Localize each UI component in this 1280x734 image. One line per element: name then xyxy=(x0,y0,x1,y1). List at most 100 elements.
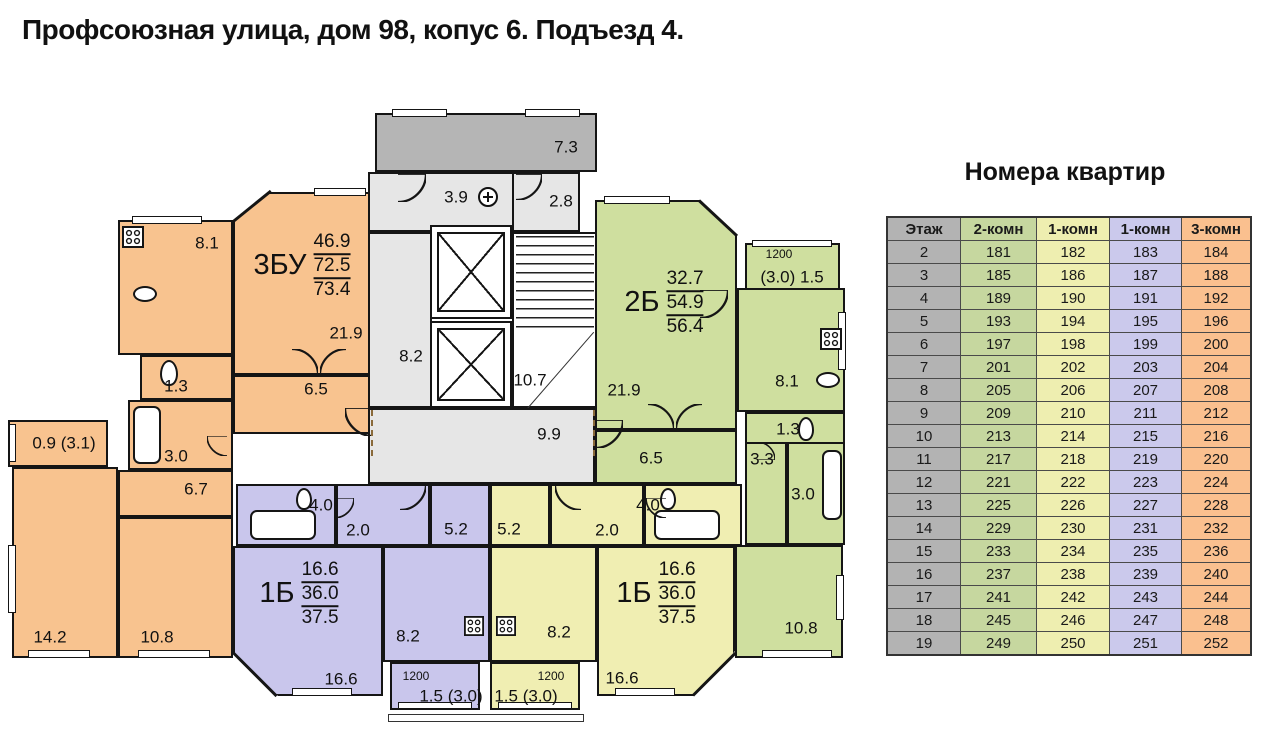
apartment-number-cell: 206 xyxy=(1036,378,1110,402)
apartment-number-cell: 220 xyxy=(1181,447,1252,471)
toilet-icon xyxy=(798,417,814,441)
apartment-number-cell: 215 xyxy=(1109,424,1182,448)
apartment-type: 2Б xyxy=(624,286,660,319)
room-area-label: 14.2 xyxy=(33,627,67,647)
apartment-number-cell: 229 xyxy=(960,516,1037,540)
plan-detail xyxy=(320,349,346,375)
apartment-number-cell: 225 xyxy=(960,493,1037,517)
apartment-number-cell: 181 xyxy=(960,240,1037,264)
plan-detail: 54.9 xyxy=(666,292,704,316)
room-area-label: 4.0 xyxy=(636,495,660,515)
door-opening-dash xyxy=(371,410,373,456)
apartment-number-cell: 204 xyxy=(1181,355,1252,379)
apartment-number-cell: 238 xyxy=(1036,562,1110,586)
plan-detail xyxy=(499,626,506,633)
plan-detail xyxy=(474,619,481,626)
room-area-label: 21.9 xyxy=(329,323,363,343)
room-bedroom1-3room xyxy=(12,467,118,658)
page-title: Профсоюзная улица, дом 98, копус 6. Подъ… xyxy=(22,14,684,45)
room-kitchen-1room-left xyxy=(383,546,490,662)
window xyxy=(138,650,210,658)
apartment-number-cell: 212 xyxy=(1181,401,1252,425)
plan-detail xyxy=(125,229,133,237)
room-area-label: 3.3 xyxy=(750,449,774,469)
apartment-number-cell: 231 xyxy=(1109,516,1182,540)
apartment-number-cell: 189 xyxy=(960,286,1037,310)
table-title: Номера квартир xyxy=(964,158,1166,186)
plan-detail xyxy=(474,626,481,633)
floor-cell: 12 xyxy=(886,470,961,494)
window xyxy=(8,545,16,613)
door-arc-icon xyxy=(595,420,623,448)
plan-detail xyxy=(506,619,513,626)
apartment-number-cell: 233 xyxy=(960,539,1037,563)
apartment-number-cell: 237 xyxy=(960,562,1037,586)
plan-detail xyxy=(648,404,674,430)
apartment-number-cell: 245 xyxy=(960,608,1037,632)
apartment-number-cell: 228 xyxy=(1181,493,1252,517)
plan-detail: 72.5 xyxy=(313,255,351,279)
room-area-label: 6.5 xyxy=(639,448,663,468)
door-arc-icon xyxy=(757,442,775,460)
room-hall-2room xyxy=(595,430,737,484)
apartment-number-cell: 203 xyxy=(1109,355,1182,379)
plan-detail: 73.4 xyxy=(313,278,351,300)
apartment-label-1room-left: 1Б 16.6 36.0 37.5 xyxy=(259,559,339,629)
room-bedroom-2room xyxy=(735,545,843,658)
door-arc-icon xyxy=(398,174,426,202)
dimension-label: 1200 xyxy=(765,247,793,261)
elevator-shaft-1 xyxy=(430,225,512,319)
column-header-4: 3-комн xyxy=(1181,216,1252,241)
room-hall-1room-right xyxy=(550,484,644,546)
plan-detail xyxy=(467,626,474,633)
room-living-3room xyxy=(233,192,370,375)
plan-detail xyxy=(467,619,474,626)
plan-detail xyxy=(334,498,354,518)
room-hall-1room-left xyxy=(336,484,430,546)
apartment-areas: 16.6 36.0 37.5 xyxy=(658,559,696,629)
apartment-number-cell: 252 xyxy=(1181,631,1252,656)
room-living-1room-right xyxy=(597,546,735,696)
room-pantry-1room-left xyxy=(430,484,490,546)
room-area-label: 5.2 xyxy=(497,519,521,539)
apartment-number-cell: 194 xyxy=(1036,309,1110,333)
room-area-label: 6.7 xyxy=(184,479,208,499)
window xyxy=(752,240,832,247)
room-hall2-3room xyxy=(118,470,233,517)
apartment-number-cell: 183 xyxy=(1109,240,1182,264)
window xyxy=(615,688,675,696)
floor-cell: 13 xyxy=(886,493,961,517)
apartment-number-cell: 221 xyxy=(960,470,1037,494)
room-kitchen-1room-right xyxy=(490,546,597,662)
plan-detail: 32.7 xyxy=(666,268,704,293)
plan-detail xyxy=(464,616,484,636)
room-area-label: 10.8 xyxy=(140,627,174,647)
room-area-label: 8.1 xyxy=(195,233,219,253)
apartment-type: 3БУ xyxy=(253,249,307,282)
room-wc-3room xyxy=(140,355,233,400)
bathtub-icon xyxy=(250,510,316,540)
apartment-number-cell: 185 xyxy=(960,263,1037,287)
apartment-number-cell: 223 xyxy=(1109,470,1182,494)
floor-cell: 16 xyxy=(886,562,961,586)
apartment-number-cell: 219 xyxy=(1109,447,1182,471)
door-arc-icon xyxy=(646,498,666,518)
door-arc-icon xyxy=(320,349,346,375)
balcony-2room xyxy=(745,243,840,290)
bathtub-icon xyxy=(822,450,842,520)
apartment-number-cell: 230 xyxy=(1036,516,1110,540)
room-pantry-1room-right xyxy=(490,484,550,546)
room-bedroom2-3room xyxy=(118,517,233,658)
elevator-x-icon xyxy=(437,328,505,401)
column-header-0: Этаж xyxy=(886,216,961,241)
apartment-number-cell: 193 xyxy=(960,309,1037,333)
apartment-number-cell: 232 xyxy=(1181,516,1252,540)
apartment-number-cell: 226 xyxy=(1036,493,1110,517)
